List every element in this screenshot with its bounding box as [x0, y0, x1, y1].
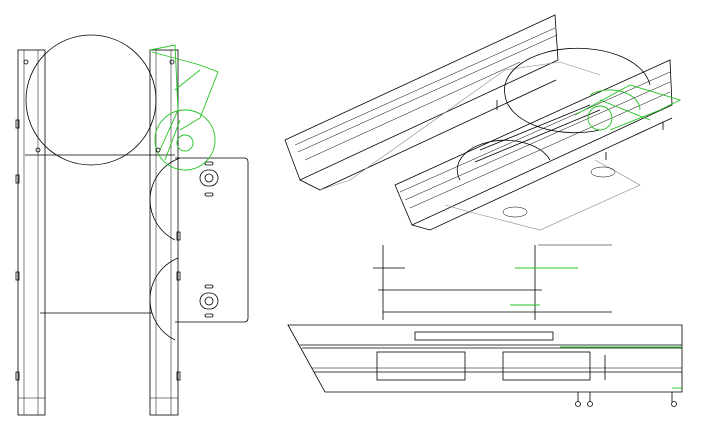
isometric-view — [284, 14, 682, 231]
side-view — [287, 324, 683, 407]
section-lines — [373, 244, 612, 320]
mounting-plate — [175, 157, 249, 323]
front-view-frame — [15, 34, 181, 416]
frame-tabs — [15, 119, 181, 381]
highlighted-linkage — [23, 44, 219, 171]
